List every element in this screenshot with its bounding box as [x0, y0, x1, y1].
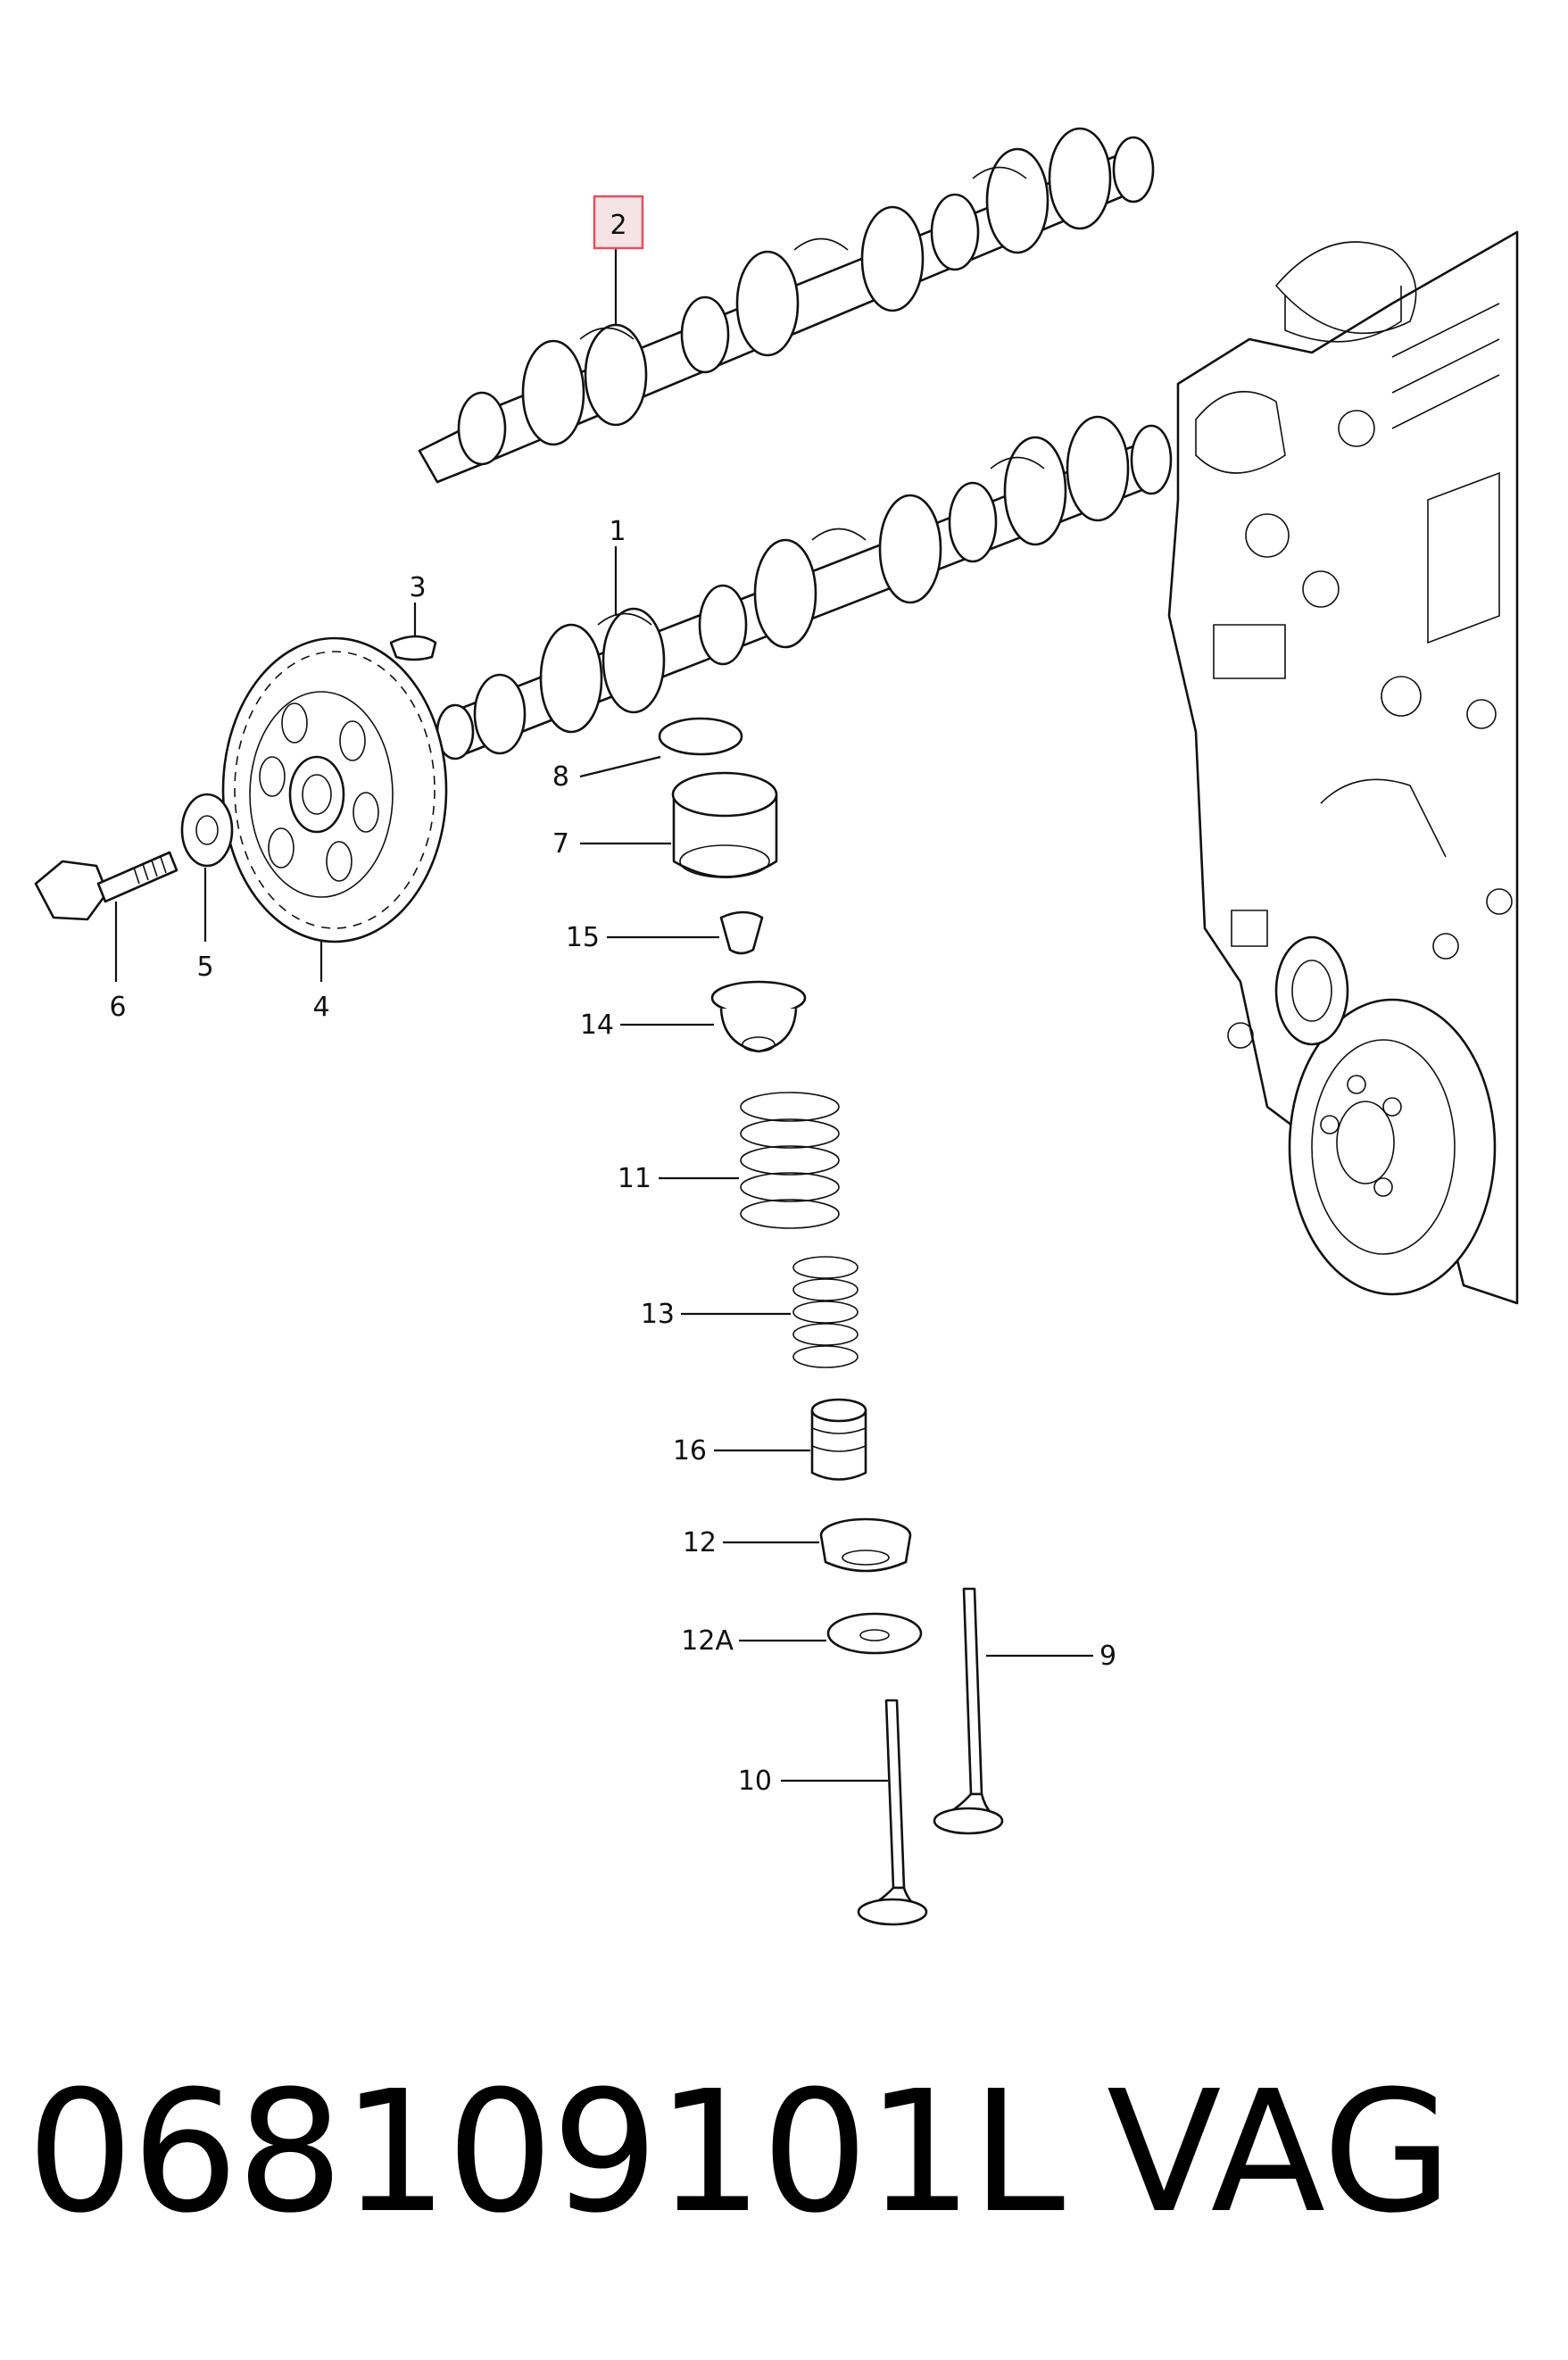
callout-1-label[interactable]: 1: [609, 516, 626, 547]
callout-15-label[interactable]: 15: [566, 922, 600, 953]
callout-7-label[interactable]: 7: [552, 828, 569, 860]
callout-10-label[interactable]: 10: [738, 1766, 772, 1797]
exploded-parts-diagram: 2 1 3 4 5 6 7 8 9 10 11 12 12A 13 14 15 …: [34, 127, 1519, 1926]
camshaft-upper: [418, 127, 1155, 484]
callout-14-label[interactable]: 14: [580, 1010, 614, 1041]
callout-labels: 2 1 3 4 5 6 7 8 9 10 11 12 12A 13 14 15 …: [109, 195, 1116, 1797]
brand-name: VAG: [1107, 2055, 1453, 2250]
outer-valve-spring: [740, 1092, 840, 1229]
callout-16-label[interactable]: 16: [673, 1435, 707, 1467]
valve-cotter: [719, 910, 764, 955]
inner-valve-spring: [792, 1256, 859, 1368]
callout-2-label: 2: [610, 210, 626, 241]
sprocket-bolt: [34, 851, 178, 921]
spring-seat: [819, 1517, 912, 1573]
spring-washer: [826, 1612, 923, 1655]
callout-12-label[interactable]: 12: [683, 1527, 717, 1558]
camshaft-sprocket: [221, 636, 448, 943]
callout-6-label[interactable]: 6: [109, 992, 126, 1023]
callout-9-label[interactable]: 9: [1099, 1641, 1116, 1672]
callout-2-highlight: [593, 195, 644, 250]
engine-block: [1167, 230, 1519, 1305]
part-number: 068109101L: [27, 2055, 1065, 2250]
woodruff-key: [389, 635, 437, 661]
adjusting-shim: [658, 717, 743, 756]
callout-2[interactable]: 2: [593, 195, 644, 250]
washer: [180, 793, 234, 868]
callout-5-label[interactable]: 5: [196, 951, 213, 983]
valve-stem-seal: [810, 1398, 867, 1481]
callout-12a-label[interactable]: 12A: [681, 1625, 734, 1657]
callout-4-label[interactable]: 4: [312, 992, 329, 1023]
bucket-tappet: [671, 771, 778, 878]
leader-lines: [114, 248, 1093, 1782]
spring-cap: [710, 980, 807, 1053]
exhaust-valve: [857, 1699, 928, 1926]
callout-13-label[interactable]: 13: [641, 1299, 675, 1330]
callout-8-label[interactable]: 8: [552, 761, 569, 793]
callout-3-label[interactable]: 3: [409, 572, 426, 603]
camshaft-lower: [436, 415, 1173, 760]
intake-valve: [933, 1587, 1004, 1835]
callout-11-label[interactable]: 11: [618, 1163, 651, 1194]
